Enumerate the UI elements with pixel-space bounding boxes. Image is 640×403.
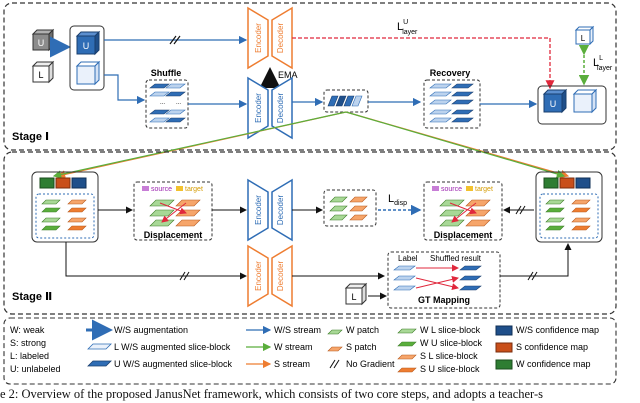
recovered-cube-l [572,88,598,114]
target-label-left: target [185,186,203,193]
teacher-encoder-decoder: Encoder Decoder [247,6,293,70]
teacher-encoder-decoder-stage2: Encoder Decoder [247,244,293,308]
aug-cube-l [75,60,101,86]
stage2-title: Stage Ⅱ [12,291,52,303]
legend-s-stream: S stream [274,359,310,369]
legend-l-augmented: L W/S augmented slice-block [114,342,231,352]
stage2-decoder-label: Decoder [276,195,285,226]
stage2-teacher-decoder-label: Decoder [276,261,285,292]
stage1-frame [3,2,617,151]
legend-ws-augmentation: W/S augmentation [114,325,188,335]
legend-u-augmented: U W/S augmented slice-block [114,359,233,369]
gt-cube-l-stage2-label: L [351,292,356,302]
stage2-left-confidence-maps [39,177,87,189]
gt-label-label: Label [398,254,418,263]
figure-caption: e 2: Overview of the proposed JanusNet f… [0,387,543,401]
legend-abbrev-labeled: L: labeled [10,351,49,361]
displacement-label-left: Displacement [144,230,203,240]
displacement-patches-right [439,199,491,227]
student-decoder-label: Decoder [276,93,285,124]
aug-cube-u-label: U [83,41,90,51]
source-target-legend-left: source target [142,186,203,193]
aug-cube-u: U [75,30,101,56]
legend-w-u-slice: W U slice-block [420,338,483,348]
source-target-legend-right: source target [432,186,493,193]
legend-no-gradient: No Gradient [346,359,395,369]
legend-ws-stream: W/S stream [274,325,321,335]
stage2-right-slice-blocks [545,199,591,231]
ema-label: EMA [278,70,298,80]
input-cube-u-label: U [38,38,45,48]
legend-w-confidence: W confidence map [516,359,591,369]
legend-col6: W/S confidence map S confidence map W co… [495,325,599,370]
stage1-output-slices [327,95,363,107]
input-cube-u: U [31,28,55,52]
stage2-right-group [535,171,603,243]
gt-mapping-box [387,251,501,309]
legend-s-l-slice: S L slice-block [420,351,478,361]
stage2-right-confidence-maps [543,177,591,189]
legend-w-patch: W patch [346,325,379,335]
legend-s-patch: S patch [346,342,377,352]
stage2-frame [3,151,617,315]
legend-s-confidence: S confidence map [516,342,588,352]
stage2-encoder-label: Encoder [254,195,263,225]
teacher-encoder-label: Encoder [254,23,263,53]
displacement-box-left [133,181,213,241]
svg-text:...: ... [176,100,181,106]
recovered-cube-u: U [542,88,568,114]
gt-cube-l-stage2: L [344,282,368,306]
gt-cube-l-label: L [581,34,586,43]
displacement-patches-left [149,199,201,227]
legend-col3: W/S stream W stream S stream [246,325,321,369]
stage2-left-group [31,171,99,243]
legend-abbrev-weak: W: weak [10,325,45,335]
legend-col4: W patch S patch No Gradient [327,325,395,369]
legend-s-u-slice: S U slice-block [420,364,480,374]
source-label-left: source [151,186,172,193]
gt-shuffled-label: Shuffled result [430,254,482,263]
legend-col5: W L slice-block W U slice-block S L slic… [397,325,483,374]
legend-abbreviations: W: weak S: strong L: labeled U: unlabele… [10,325,61,374]
recovery-label: Recovery [430,68,471,78]
legend-ws-confidence: W/S confidence map [516,325,599,335]
legend-w-l-slice: W L slice-block [420,325,481,335]
predicted-patches [329,196,368,221]
target-label-right: target [475,186,493,193]
recovered-cube-u-label: U [550,99,557,109]
input-cube-l: L [31,60,55,84]
teacher-decoder-label: Decoder [276,23,285,54]
displacement-box-right [423,181,503,241]
loss-disp: Ldisp [388,193,407,207]
displacement-label-right: Displacement [434,230,493,240]
input-cube-l-label: L [38,70,43,80]
shuffle-label: Shuffle [151,68,182,78]
stage2-teacher-encoder-label: Encoder [254,261,263,291]
recovery-slices [429,83,474,123]
legend-frame [3,317,617,385]
student-encoder-label: Encoder [254,93,263,123]
augmented-cube-group [69,25,105,91]
shuffle-slices: ...... [149,83,186,123]
recovered-cube-group [537,85,607,125]
student-encoder-decoder-stage2: Encoder Decoder [247,178,293,242]
predicted-patch-box [323,189,377,227]
stage1-title: Stage Ⅰ [12,131,49,143]
legend-w-stream: W stream [274,342,313,352]
legend-abbrev-strong: S: strong [10,338,46,348]
legend-col2: W/S augmentation L W/S augmented slice-b… [86,319,233,369]
gt-mapping-slices [393,264,482,291]
gt-cube-l-stage1: L [574,25,595,46]
gt-mapping-label: GT Mapping [418,295,470,305]
student-encoder-decoder-stage1: Encoder Decoder [247,76,293,140]
stage2-left-slice-blocks [41,199,87,231]
source-label-right: source [441,186,462,193]
legend-abbrev-unlabeled: U: unlabeled [10,364,61,374]
svg-text:...: ... [160,100,165,106]
